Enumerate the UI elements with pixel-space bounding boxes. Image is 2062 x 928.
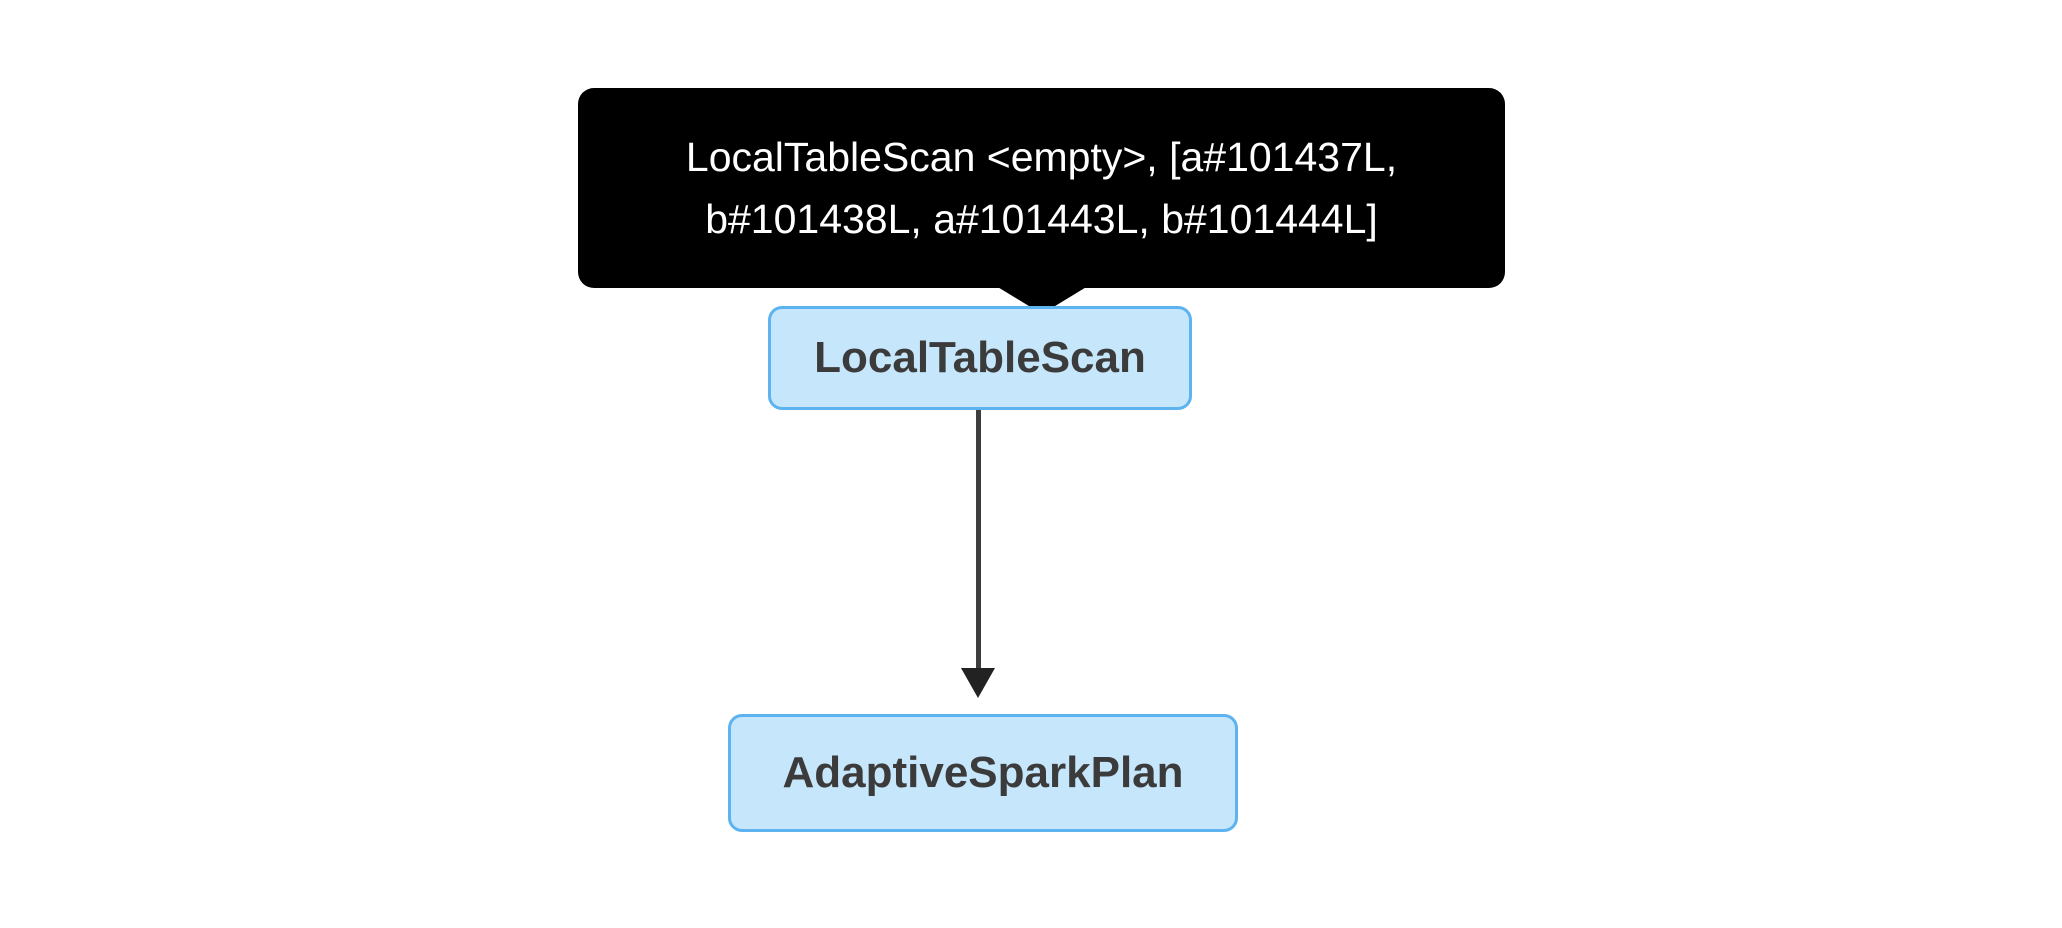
tooltip-line-2: b#101438L, a#101443L, b#101444L] (705, 196, 1378, 242)
graph-node-label: LocalTableScan (814, 333, 1146, 382)
graph-node-label: AdaptiveSparkPlan (782, 748, 1184, 797)
tooltip-line-1: LocalTableScan <empty>, [a#101437L, (685, 134, 1398, 180)
node-tooltip: LocalTableScan <empty>, [a#101437L, b#10… (578, 88, 1505, 314)
graph-edge-line (976, 410, 981, 672)
graph-node-localtablescan[interactable]: LocalTableScan (768, 306, 1192, 410)
graph-edge-arrowhead-icon (961, 668, 995, 698)
graph-node-adaptivesparkplan[interactable]: AdaptiveSparkPlan (728, 714, 1238, 832)
